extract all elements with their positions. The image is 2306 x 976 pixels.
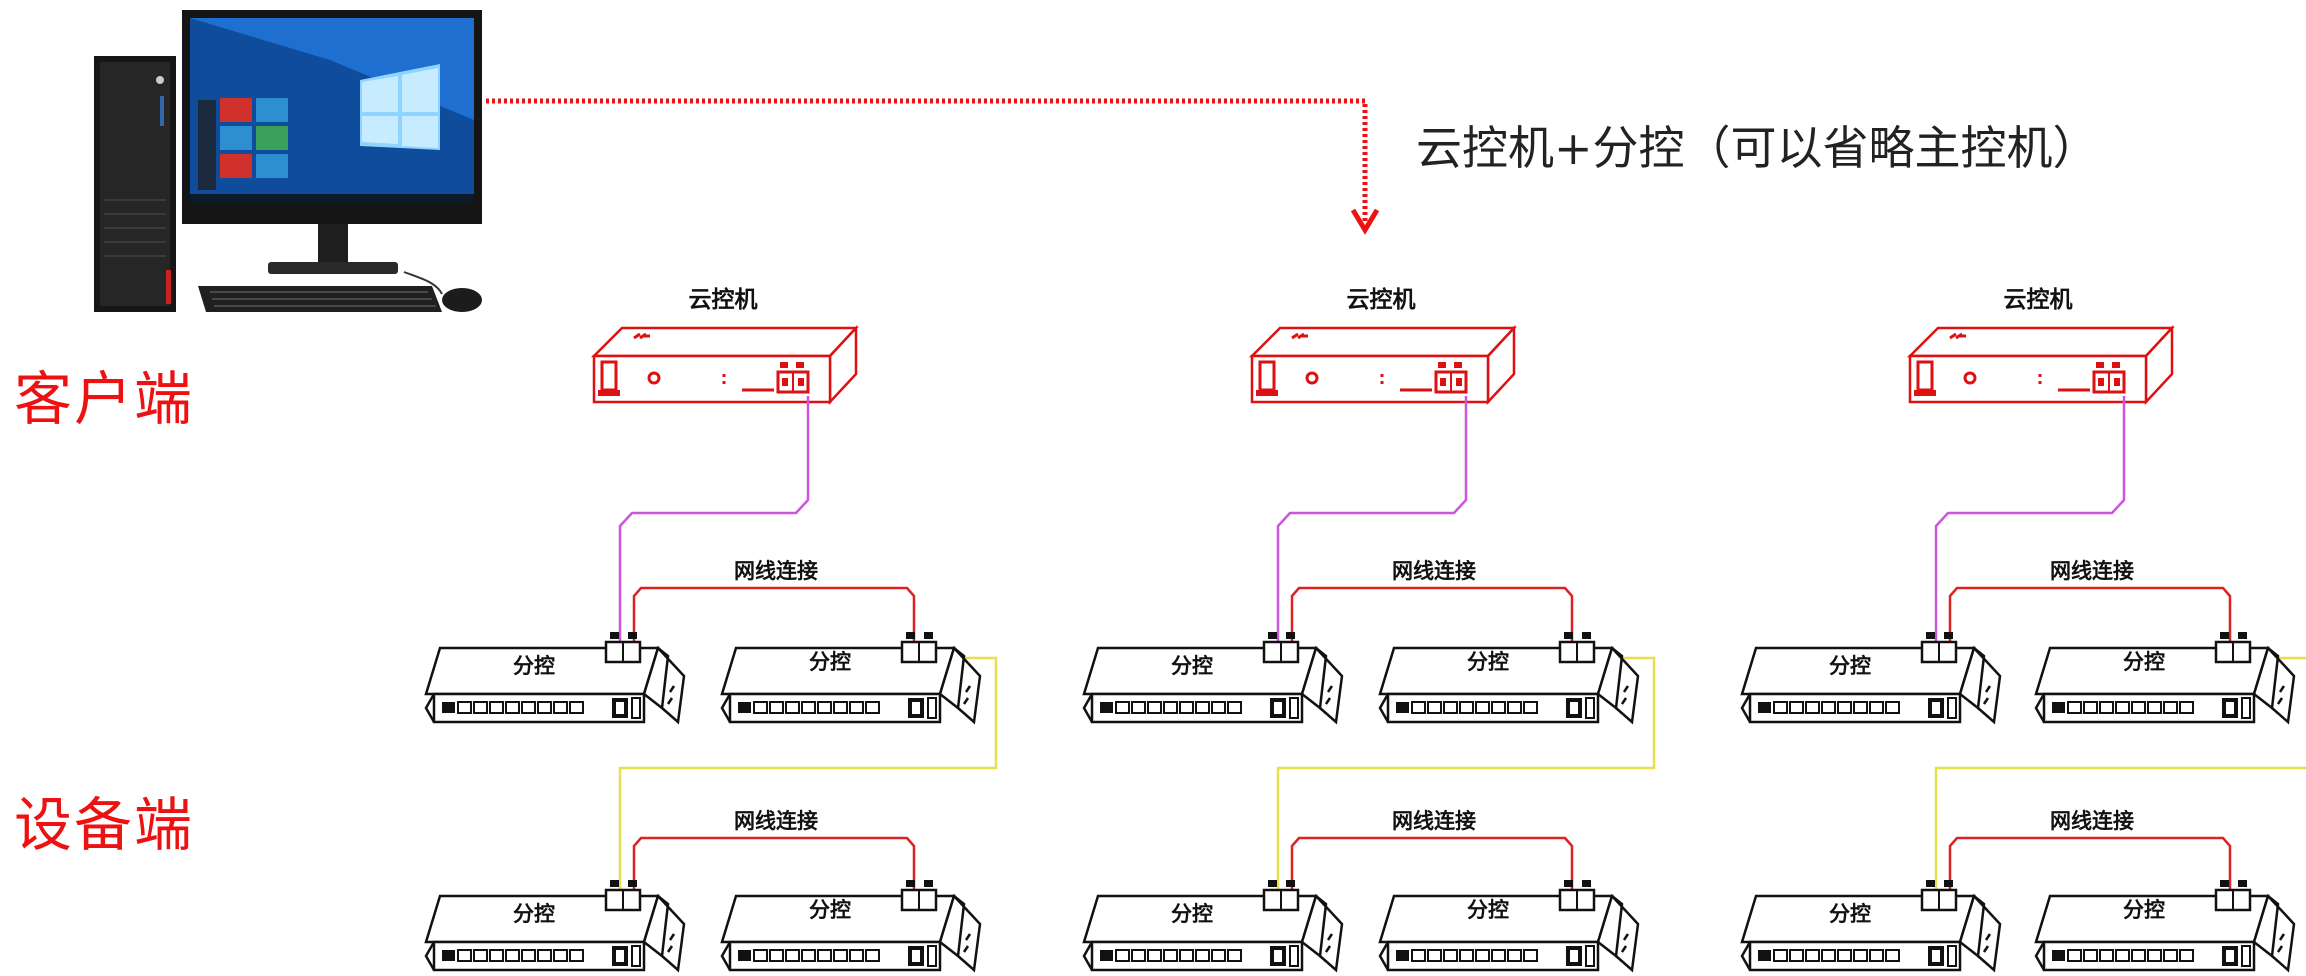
bottom-link-label: 网线连接 — [2050, 809, 2134, 833]
sub-controller-unit — [1082, 630, 1344, 724]
bottom-link-label: 网线连接 — [1392, 809, 1476, 833]
sub-controller-label: 分控 — [1171, 654, 1213, 678]
sub-controller-label: 分控 — [1829, 654, 1871, 678]
top-ethernet-link — [632, 586, 916, 648]
top-link-label: 网线连接 — [1392, 559, 1476, 583]
sub-controller-label: 分控 — [809, 650, 851, 674]
bottom-ethernet-link — [632, 836, 916, 896]
controller-group-1: 云控机 网线连接 网线连接 分控 分控 分控 分控 — [424, 286, 998, 972]
sub-controller-label: 分控 — [1467, 898, 1509, 922]
sub-controller-unit — [720, 878, 982, 972]
top-ethernet-link — [1290, 586, 1574, 648]
sub-controller-label: 分控 — [2123, 650, 2165, 674]
bottom-ethernet-link — [1290, 836, 1574, 896]
uplink-cable — [618, 396, 810, 648]
bottom-ethernet-link — [1948, 836, 2232, 896]
sub-controller-unit — [1082, 878, 1344, 972]
cloud-controller-label: 云控机 — [2004, 286, 2073, 313]
sub-controller-unit — [1378, 630, 1640, 724]
sub-controller-unit — [424, 878, 686, 972]
sub-controller-label: 分控 — [1467, 650, 1509, 674]
sub-controller-unit — [424, 630, 686, 724]
cascade-cable — [1276, 656, 1656, 896]
controller-group-2: 云控机 网线连接 网线连接 分控 分控 分控 分控 — [1082, 286, 1656, 972]
uplink-cable — [1934, 396, 2126, 648]
sub-controller-unit — [1378, 878, 1640, 972]
sub-controller-unit — [1740, 630, 2002, 724]
top-ethernet-link — [1948, 586, 2232, 648]
sub-controller-label: 分控 — [1829, 902, 1871, 926]
cascade-cable — [618, 656, 998, 896]
sub-controller-unit — [2034, 630, 2296, 724]
top-link-label: 网线连接 — [734, 559, 818, 583]
device-side-label: 设备端 — [14, 791, 195, 859]
client-side-label: 客户端 — [14, 365, 195, 433]
cloud-controller-label: 云控机 — [689, 286, 758, 313]
sub-controller-unit — [2034, 878, 2296, 972]
uplink-cable — [1276, 396, 1468, 648]
bottom-link-label: 网线连接 — [734, 809, 818, 833]
sub-controller-label: 分控 — [2123, 898, 2165, 922]
sub-controller-label: 分控 — [809, 898, 851, 922]
top-link-label: 网线连接 — [2050, 559, 2134, 583]
controller-group-3: 云控机 网线连接 网线连接 分控 分控 分控 分控 — [1740, 286, 2306, 972]
client-to-cloud-link — [486, 98, 1380, 235]
sub-controller-label: 分控 — [513, 902, 555, 926]
cloud-controller-label: 云控机 — [1347, 286, 1416, 313]
cloud-controller-unit — [1908, 326, 2174, 404]
cloud-controller-unit — [1250, 326, 1516, 404]
sub-controller-label: 分控 — [513, 654, 555, 678]
desktop-computer-icon — [94, 10, 482, 312]
sub-controller-unit — [720, 630, 982, 724]
sub-controller-unit — [1740, 878, 2002, 972]
diagram-caption: 云控机+分控（可以省略主控机） — [1416, 121, 2099, 175]
cloud-controller-unit — [592, 326, 858, 404]
sub-controller-label: 分控 — [1171, 902, 1213, 926]
